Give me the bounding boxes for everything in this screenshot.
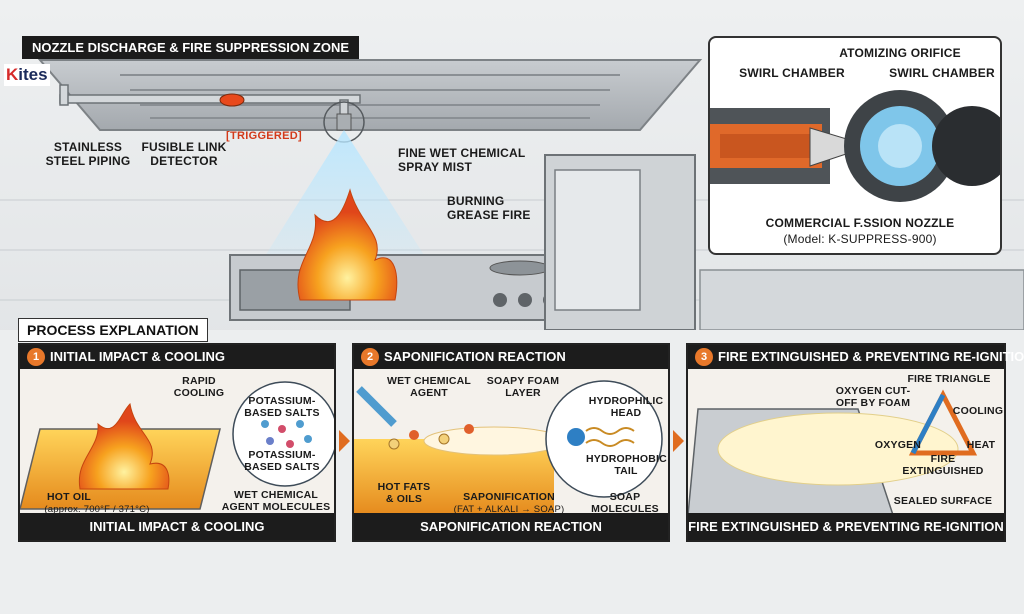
label-oxygen-cutoff: OXYGEN CUT- OFF BY FOAM bbox=[835, 385, 911, 409]
label-saponification: SAPONIFICATION bbox=[463, 491, 555, 503]
label-wet-chemical-agent: WET CHEMICAL AGENT bbox=[386, 375, 472, 399]
label-fire-extinguished: FIRE EXTINGUISHED bbox=[902, 453, 984, 477]
arrow-1-to-2 bbox=[339, 430, 350, 452]
panel-extinguished: FIRE EXTINGUISHED & PREVENTING RE-IGNITI… bbox=[686, 343, 1024, 542]
label-heat: HEAT bbox=[966, 439, 996, 451]
label-hot-oil: HOT OIL bbox=[47, 491, 91, 503]
panel-3-title: FIRE EXTINGUISHED & PREVENTING RE-IGNITI… bbox=[688, 345, 1024, 369]
panel-1-illustration bbox=[20, 381, 334, 510]
label-sealed-surface: SEALED SURFACE bbox=[893, 495, 993, 507]
label-swirl-chamber-left: SWIRL CHAMBER bbox=[739, 66, 845, 80]
nozzle-inset: ATOMIZING ORIFICE SWIRL CHAMBER SWIRL CH… bbox=[708, 36, 1002, 255]
panel-2-number: 2 bbox=[361, 348, 379, 366]
label-cooling: COOLING bbox=[952, 405, 1004, 417]
panel-2-title: SAPONIFICATION REACTION bbox=[354, 345, 668, 369]
panel-3-number: 3 bbox=[695, 348, 713, 366]
label-fusible-link: FUSIBLE LINK DETECTOR bbox=[141, 140, 227, 168]
label-formula: (FAT + ALKALI → SOAP) bbox=[453, 504, 565, 515]
arrow-2-to-3 bbox=[673, 430, 684, 452]
label-piping: STAINLESS STEEL PIPING bbox=[45, 140, 131, 168]
label-grease-fire: BURNING GREASE FIRE bbox=[447, 194, 531, 222]
label-hot-fats: HOT FATS & OILS bbox=[377, 481, 431, 505]
panel-saponification: SAPONIFICATION REACTION 2 WET CHEMICAL A… bbox=[352, 343, 670, 542]
label-spray-mist: FINE WET CHEMICAL SPRAY MIST bbox=[398, 146, 526, 174]
label-hydrophilic-head: HYDROPHILIC HEAD bbox=[588, 395, 664, 419]
brand-logo: Kites bbox=[4, 64, 50, 86]
panel-1-title: INITIAL IMPACT & COOLING bbox=[20, 345, 334, 369]
label-nozzle-model: (Model: K-SUPPRESS-900) bbox=[783, 232, 937, 246]
label-fire-triangle: FIRE TRIANGLE bbox=[907, 373, 991, 385]
panel-initial-impact: INITIAL IMPACT & COOLING 1 RAPID COOLING… bbox=[18, 343, 336, 542]
panel-3-footer: FIRE EXTINGUISHED & PREVENTING RE-IGNITI… bbox=[688, 513, 1004, 540]
label-agent-molecules: WET CHEMICAL AGENT MOLECULES bbox=[221, 489, 331, 513]
panel-2-illustration bbox=[354, 380, 663, 515]
zone-title: NOZZLE DISCHARGE & FIRE SUPPRESSION ZONE bbox=[22, 36, 360, 59]
label-atomizing-orifice: ATOMIZING ORIFICE bbox=[839, 46, 961, 60]
label-swirl-chamber-right: SWIRL CHAMBER bbox=[889, 66, 995, 80]
nozzle-cutaway bbox=[710, 90, 1000, 202]
label-oxygen: OXYGEN bbox=[874, 439, 922, 451]
label-rapid-cooling: RAPID COOLING bbox=[173, 375, 225, 399]
label-oil-temp: (approx. 700°F / 371°C) bbox=[44, 504, 150, 515]
label-soapy-foam: SOAPY FOAM LAYER bbox=[486, 375, 560, 399]
triggered-badge: [TRIGGERED] bbox=[226, 130, 303, 142]
panel-1-number: 1 bbox=[27, 348, 45, 366]
panel-1-footer: INITIAL IMPACT & COOLING bbox=[20, 513, 334, 540]
process-title: PROCESS EXPLANATION bbox=[18, 318, 208, 342]
label-hydrophobic-tail: HYDROPHOBIC TAIL bbox=[586, 453, 667, 477]
label-salts-bottom: POTASSIUM- BASED SALTS bbox=[244, 449, 320, 473]
label-soap-molecules: SOAP MOLECULES bbox=[591, 491, 659, 515]
panel-3-illustration bbox=[688, 389, 978, 515]
label-nozzle-name: COMMERCIAL F.SSION NOZZLE bbox=[765, 216, 955, 230]
panel-2-footer: SAPONIFICATION REACTION bbox=[354, 513, 668, 540]
label-salts-top: POTASSIUM- BASED SALTS bbox=[244, 395, 320, 419]
